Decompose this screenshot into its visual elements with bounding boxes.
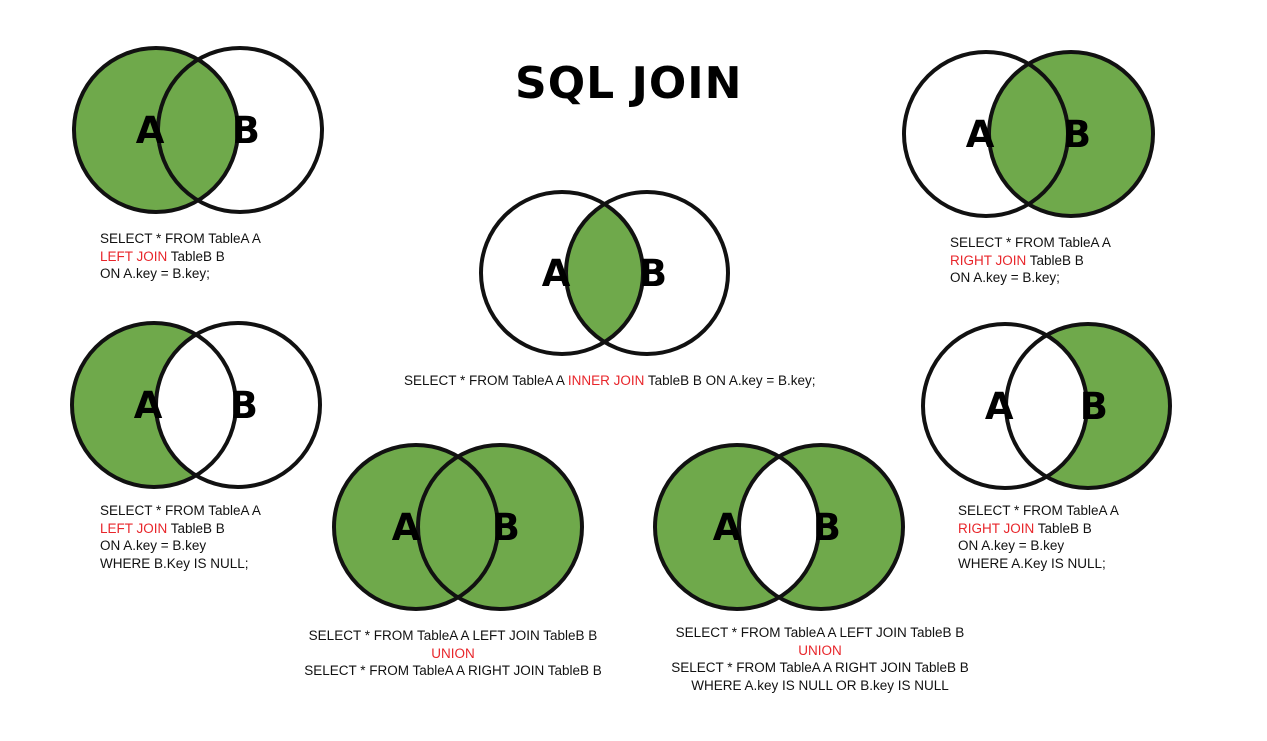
- sql-keyword: INNER JOIN: [567, 373, 645, 388]
- query-line: UNION: [640, 642, 1000, 660]
- sql-text: WHERE A.key IS NULL OR B.key IS NULL: [691, 677, 949, 693]
- circle-a-outline: [70, 321, 238, 489]
- sql-text: SELECT * FROM TableA A: [404, 373, 568, 388]
- sql-text: ON A.key = B.key;: [100, 266, 210, 281]
- query-line: ON A.key = B.key: [100, 537, 261, 555]
- label-a: A: [136, 109, 165, 152]
- sql-text: WHERE A.Key IS NULL;: [958, 555, 1106, 571]
- page-title: SQL JOIN: [515, 58, 743, 109]
- sql-keyword: RIGHT JOIN: [950, 252, 1027, 268]
- sql-text: ON A.key = B.key: [100, 538, 207, 553]
- sql-keyword: UNION: [431, 645, 475, 661]
- label-a: A: [713, 506, 742, 549]
- circle-a-outline: [72, 46, 240, 214]
- circle-b-outline: [154, 321, 322, 489]
- sql-keyword: LEFT JOIN: [100, 520, 168, 536]
- query-line: SELECT * FROM TableA A: [100, 502, 261, 520]
- circle-b-outline: [1004, 322, 1172, 490]
- label-b: B: [1080, 385, 1108, 428]
- sql-text: TableB B ON A.key = B.key;: [644, 373, 816, 388]
- query-line: SELECT * FROM TableA A RIGHT JOIN TableB…: [640, 659, 1000, 677]
- circle-a-outline: [479, 190, 645, 356]
- label-a: A: [966, 113, 995, 156]
- sql-keyword: UNION: [798, 642, 842, 658]
- circle-b-outline: [564, 190, 730, 356]
- query-line: ON A.key = B.key;: [100, 265, 261, 283]
- circle-a-outline: [332, 443, 500, 611]
- sql-text: TableB B: [167, 248, 225, 264]
- query-line: LEFT JOIN TableB B: [100, 248, 261, 266]
- region-intersection-mask: [739, 445, 819, 609]
- query-line: RIGHT JOIN TableB B: [958, 520, 1119, 538]
- circle-b-outline: [156, 46, 324, 214]
- query-full-outer: SELECT * FROM TableA A LEFT JOIN TableB …: [280, 627, 626, 680]
- region-intersection: [566, 192, 643, 354]
- sql-text: TableB B: [167, 520, 225, 536]
- query-line: SELECT * FROM TableA A: [100, 230, 261, 248]
- circle-a-outline: [653, 443, 821, 611]
- label-b: B: [230, 384, 258, 427]
- query-right-join: SELECT * FROM TableA A RIGHT JOIN TableB …: [950, 234, 1111, 287]
- region-b: [989, 52, 1153, 216]
- query-line: WHERE A.Key IS NULL;: [958, 555, 1119, 573]
- label-a: A: [985, 385, 1014, 428]
- sql-text: SELECT * FROM TableA A RIGHT JOIN TableB…: [671, 660, 969, 675]
- label-b: B: [813, 506, 841, 549]
- label-a: A: [392, 506, 421, 549]
- query-line: SELECT * FROM TableA A LEFT JOIN TableB …: [640, 624, 1000, 642]
- query-left-join: SELECT * FROM TableA A LEFT JOIN TableB B…: [100, 230, 261, 283]
- circle-a-outline: [921, 322, 1089, 490]
- sql-text: SELECT * FROM TableA A: [100, 231, 261, 246]
- query-line: SELECT * FROM TableA A: [950, 234, 1111, 252]
- query-line: SELECT * FROM TableA A: [958, 502, 1119, 520]
- sql-text: SELECT * FROM TableA A RIGHT JOIN TableB…: [304, 663, 602, 678]
- query-line: SELECT * FROM TableA A RIGHT JOIN TableB…: [280, 662, 626, 680]
- sql-text: WHERE B.Key IS NULL;: [100, 555, 249, 571]
- query-line: SELECT * FROM TableA A LEFT JOIN TableB …: [280, 627, 626, 645]
- query-left-only: SELECT * FROM TableA A LEFT JOIN TableB B…: [100, 502, 261, 572]
- label-a: A: [542, 252, 571, 295]
- query-line: RIGHT JOIN TableB B: [950, 252, 1111, 270]
- query-line: UNION: [280, 645, 626, 663]
- circle-b-outline: [987, 50, 1155, 218]
- sql-text: ON A.key = B.key;: [950, 270, 1060, 285]
- sql-text: SELECT * FROM TableA A: [950, 235, 1111, 250]
- circle-b-outline: [416, 443, 584, 611]
- query-line: WHERE A.key IS NULL OR B.key IS NULL: [640, 677, 1000, 695]
- query-line: LEFT JOIN TableB B: [100, 520, 261, 538]
- query-inner-join: SELECT * FROM TableA A INNER JOIN TableB…: [404, 372, 816, 390]
- sql-text: TableB B: [1026, 252, 1084, 268]
- sql-keyword: LEFT JOIN: [100, 248, 168, 264]
- query-right-only: SELECT * FROM TableA A RIGHT JOIN TableB …: [958, 502, 1119, 572]
- label-a: A: [134, 384, 163, 427]
- circle-a-outline: [902, 50, 1070, 218]
- query-line: ON A.key = B.key;: [950, 269, 1111, 287]
- sql-text: SELECT * FROM TableA A: [958, 503, 1119, 518]
- query-line: WHERE B.Key IS NULL;: [100, 555, 261, 573]
- label-b: B: [232, 109, 260, 152]
- sql-text: SELECT * FROM TableA A LEFT JOIN TableB …: [308, 628, 598, 643]
- sql-text: SELECT * FROM TableA A LEFT JOIN TableB …: [675, 625, 965, 640]
- sql-text: TableB B: [1034, 520, 1092, 536]
- sql-keyword: RIGHT JOIN: [958, 520, 1035, 536]
- label-b: B: [1063, 113, 1091, 156]
- sql-text: SELECT * FROM TableA A: [100, 503, 261, 518]
- query-line: SELECT * FROM TableA A INNER JOIN TableB…: [404, 372, 816, 390]
- sql-text: ON A.key = B.key: [958, 538, 1065, 553]
- query-line: ON A.key = B.key: [958, 537, 1119, 555]
- circle-b-outline: [737, 443, 905, 611]
- query-full-outer-exclusive: SELECT * FROM TableA A LEFT JOIN TableB …: [640, 624, 1000, 694]
- label-b: B: [492, 506, 520, 549]
- label-b: B: [639, 252, 667, 295]
